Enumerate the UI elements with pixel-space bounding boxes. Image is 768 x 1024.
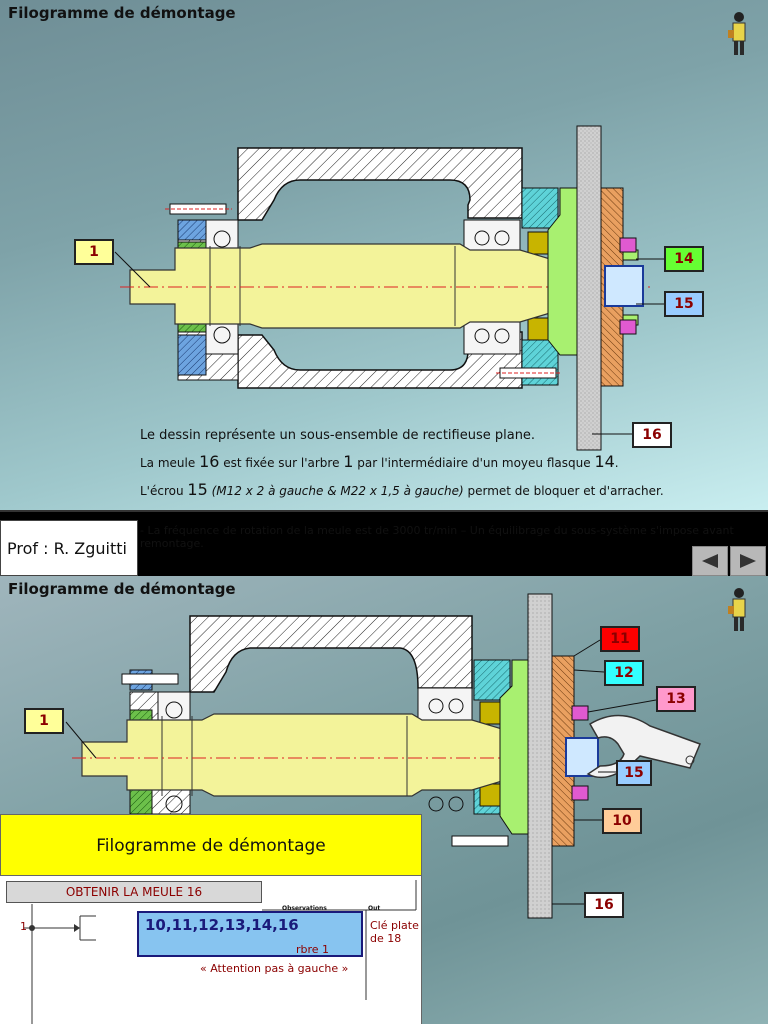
slide-title: Filogramme de démontage [8, 580, 236, 598]
callout-part-10[interactable]: 10 [602, 808, 642, 834]
callout-part-16[interactable]: 16 [584, 892, 624, 918]
author-label: Prof : R. Zguitti [0, 520, 138, 576]
text: . [614, 456, 619, 470]
flow-lines [24, 880, 417, 1024]
removed-parts[interactable]: 10,11,12,13,14,16 [137, 911, 363, 957]
observations-header: Observations [282, 905, 327, 912]
worker-icon[interactable] [726, 586, 752, 634]
callout-part-1[interactable]: 1 [74, 239, 114, 265]
callout-part-15[interactable]: 15 [664, 291, 704, 317]
panel-title: Filogramme de démontage [0, 814, 422, 876]
step-label[interactable]: OBTENIR LA MEULE 16 [6, 881, 262, 903]
part-ref: 1 [343, 452, 354, 471]
text: La meule [140, 456, 200, 470]
callout-part-15[interactable]: 15 [616, 760, 652, 786]
slide-title: Filogramme de démontage [8, 4, 236, 22]
slide-1: Filogramme de démontage [0, 0, 768, 512]
callout-part-16[interactable]: 16 [632, 422, 672, 448]
callout-part-11[interactable]: 11 [600, 626, 640, 652]
prev-slide-button[interactable] [692, 546, 728, 576]
description-line-1: Le dessin représente un sous-ensemble de… [140, 428, 536, 443]
frequency-note: - La fréquence de rotation de la meule e… [140, 524, 734, 550]
description-line-2: La meule 16 est fixée sur l'arbre 1 par … [140, 452, 619, 471]
triangle-right-icon [740, 554, 756, 568]
row-number: 1 [20, 920, 27, 933]
description-line-3: L'écrou 15 (M12 x 2 à gauche & M22 x 1,5… [140, 480, 664, 499]
assembly-drawing [114, 125, 664, 451]
triangle-left-icon [702, 554, 718, 568]
out-header: Out [368, 905, 381, 912]
tool-note: Clé plate de 18 [370, 919, 419, 945]
callout-part-1[interactable]: 1 [24, 708, 64, 734]
text: est fixée sur l'arbre [219, 456, 344, 470]
part-ref: 14 [594, 452, 615, 471]
next-slide-button[interactable] [730, 546, 766, 576]
text: permet de bloquer et d'arracher. [463, 484, 664, 498]
attention-note: « Attention pas à gauche » [200, 962, 349, 975]
part-ref: 15 [187, 480, 208, 499]
arbre-note: rbre 1 [296, 943, 330, 956]
thread-spec: (M12 x 2 à gauche & M22 x 1,5 à gauche) [207, 484, 464, 498]
callout-part-14[interactable]: 14 [664, 246, 704, 272]
assembly-drawing [65, 593, 701, 919]
callout-part-12[interactable]: 12 [604, 660, 644, 686]
worker-icon[interactable] [726, 10, 752, 58]
text: par l'intermédiaire d'un moyeu flasque [353, 456, 595, 470]
callout-part-13[interactable]: 13 [656, 686, 696, 712]
text: L'écrou [140, 484, 188, 498]
part-ref: 16 [199, 452, 220, 471]
